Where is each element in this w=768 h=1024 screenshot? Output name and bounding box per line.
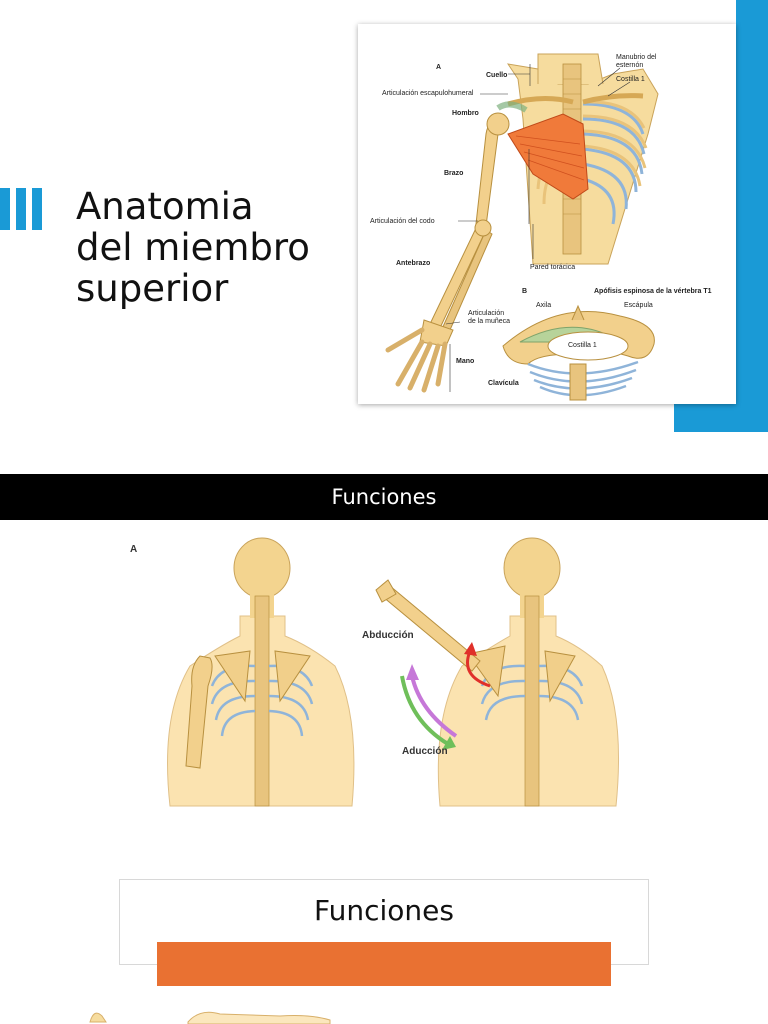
partial-arm-illustration <box>89 1011 331 1024</box>
label-clavicula: Clavícula <box>488 380 519 387</box>
title-line-3: superior <box>76 267 229 310</box>
label-brazo: Brazo <box>444 170 464 177</box>
abduction-figure: A Abducción Aducción <box>120 536 630 826</box>
slide-title-2: Funciones <box>314 894 454 927</box>
label-aduccion: Aducción <box>402 746 448 757</box>
label-manubrio-2: esternón <box>616 62 644 69</box>
label-mano: Mano <box>456 358 475 365</box>
label-antebrazo: Antebrazo <box>396 260 431 267</box>
header-strip <box>0 474 768 520</box>
label-pared-toracica: Pared torácica <box>530 264 576 271</box>
label-escapula: Escápula <box>624 302 653 309</box>
label-muneca-1: Articulación <box>468 310 505 317</box>
panel-a-label: A <box>436 64 442 71</box>
title-accent-icon <box>0 188 50 230</box>
label-manubrio-1: Manubrio del <box>616 54 657 61</box>
label-costilla-1: Costilla 1 <box>616 76 645 83</box>
upper-limb-anatomy-figure: A Cuello Manubrio del esternón Costilla … <box>358 24 736 404</box>
title-line-2: del miembro <box>76 226 310 269</box>
panel-b-label: B <box>522 288 528 295</box>
title-slide: Anatomia del miembro superior <box>0 0 768 432</box>
label-costilla-1-b: Costilla 1 <box>568 342 597 349</box>
anatomy-illustration <box>385 53 659 401</box>
slide-title: Anatomia del miembro superior <box>76 186 366 309</box>
label-abduccion: Abducción <box>362 630 414 641</box>
accent-bar-notch <box>674 0 736 24</box>
title-line-1: Anatomia <box>76 185 254 228</box>
orange-banner <box>157 942 611 986</box>
panel-a-label-2: A <box>130 544 138 555</box>
funciones-slide-2: Funciones <box>0 876 768 1024</box>
back-skeleton-illustration <box>167 537 619 807</box>
label-muneca-2: de la muñeca <box>468 318 511 325</box>
label-articulacion-codo: Articulación del codo <box>370 218 435 225</box>
label-articulacion-escapulohumeral: Articulación escapulohumeral <box>382 90 474 97</box>
label-hombro: Hombro <box>452 110 479 117</box>
label-cuello: Cuello <box>486 72 508 79</box>
label-apofisis: Apófisis espinosa de la vértebra T1 <box>594 288 712 295</box>
label-axila: Axila <box>536 302 552 309</box>
funciones-slide: Funciones <box>0 474 768 834</box>
slide-header: Funciones <box>331 485 437 509</box>
